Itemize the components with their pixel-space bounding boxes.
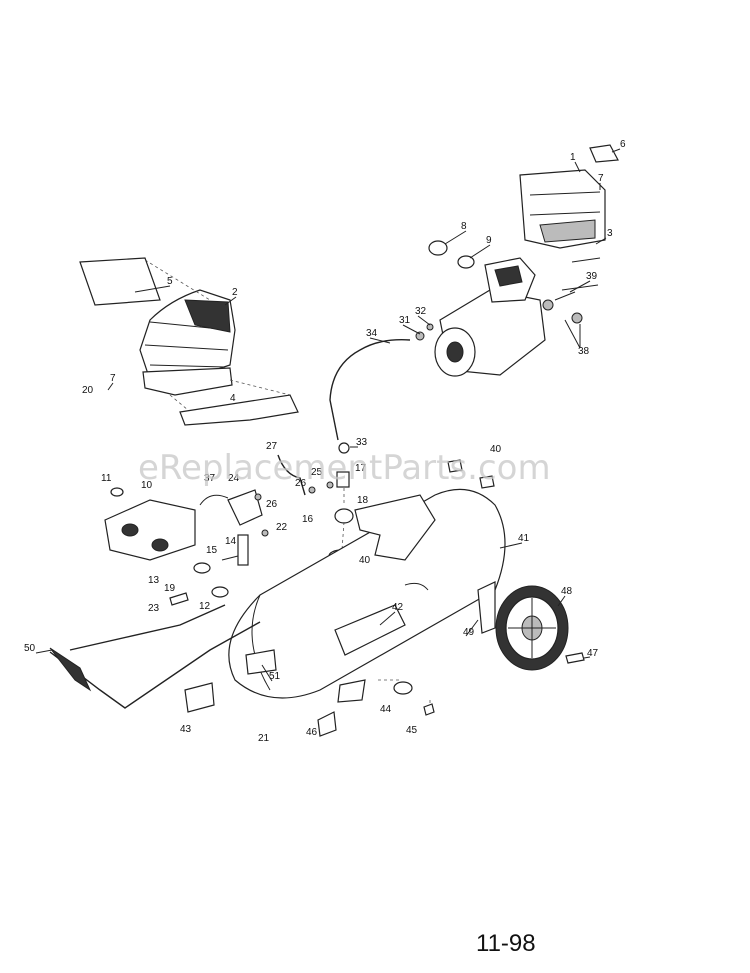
callout-47: 47 (587, 648, 599, 659)
callout-labels: 1 2 3 4 5 6 7 7 8 9 10 11 12 13 14 15 16… (24, 139, 626, 744)
callout-31: 31 (399, 315, 411, 326)
callout-40-lower: 40 (359, 555, 371, 566)
callout-17: 17 (355, 463, 367, 474)
callout-1: 1 (570, 152, 576, 163)
callout-19: 19 (164, 583, 176, 594)
callout-26-upper: 26 (295, 478, 307, 489)
callout-2: 2 (232, 287, 238, 298)
callout-26-lower: 26 (266, 499, 278, 510)
callout-13: 13 (148, 575, 160, 586)
callout-48: 48 (561, 586, 573, 597)
callout-45: 45 (406, 725, 418, 736)
page-number: 11-98 (476, 930, 536, 957)
callout-43: 43 (180, 724, 192, 735)
belt-guard-cover (79, 257, 299, 426)
callout-15: 15 (206, 545, 218, 556)
callout-11: 11 (101, 473, 112, 484)
callout-32: 32 (415, 306, 427, 317)
callout-34: 34 (366, 328, 378, 339)
callout-10: 10 (141, 480, 153, 491)
callout-39: 39 (586, 271, 598, 282)
callout-38: 38 (578, 346, 590, 357)
callout-37: 37 (204, 473, 216, 484)
air-tank (228, 459, 506, 737)
callout-25: 25 (311, 467, 323, 478)
callout-4: 4 (230, 393, 236, 404)
callout-5: 5 (167, 276, 173, 287)
manifold-group (104, 442, 354, 606)
callout-8: 8 (461, 221, 467, 232)
callout-24: 24 (228, 473, 240, 484)
callout-18: 18 (357, 495, 369, 506)
callout-9: 9 (486, 235, 492, 246)
callout-41: 41 (518, 533, 530, 544)
callout-22: 22 (276, 522, 288, 533)
callout-46: 46 (306, 727, 318, 738)
callout-42: 42 (392, 602, 404, 613)
callout-3: 3 (607, 228, 613, 239)
leader-lines (35, 148, 621, 682)
callout-27: 27 (266, 441, 278, 452)
callout-40-upper: 40 (490, 444, 502, 455)
motor-pump-assembly (415, 240, 599, 377)
callout-7-cover: 7 (110, 373, 116, 384)
motor-shroud (519, 144, 619, 263)
callout-44: 44 (380, 704, 392, 715)
callout-7-shroud: 7 (598, 173, 604, 184)
callout-33: 33 (356, 437, 368, 448)
handle (49, 604, 261, 713)
callout-51: 51 (269, 671, 281, 682)
callout-16: 16 (302, 514, 314, 525)
wheel-assembly (477, 581, 585, 671)
callout-12: 12 (199, 601, 211, 612)
callout-50: 50 (24, 643, 36, 654)
callout-20: 20 (82, 385, 94, 396)
callout-14: 14 (225, 536, 237, 547)
callout-21: 21 (258, 733, 270, 744)
outlet-tube (329, 339, 411, 441)
callout-6: 6 (620, 139, 626, 150)
watermark-text: eReplacementParts.com (138, 448, 551, 488)
callout-23: 23 (148, 603, 160, 614)
